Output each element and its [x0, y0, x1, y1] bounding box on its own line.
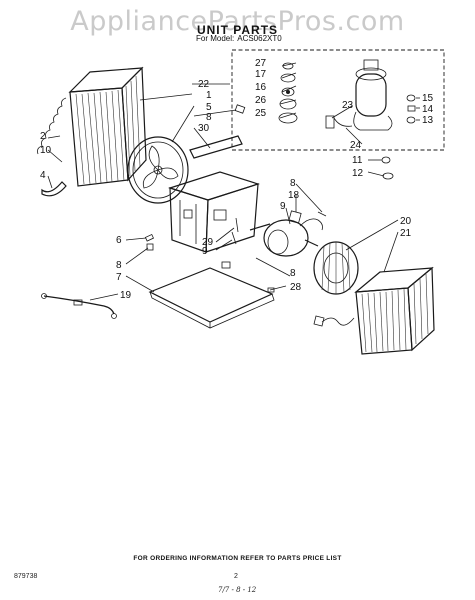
- document-number: 879738: [14, 573, 38, 580]
- model-line: For Model:ACS062XT0: [196, 34, 285, 43]
- callout-19: 19: [120, 290, 132, 301]
- model-number: ACS062XT0: [237, 34, 282, 43]
- model-label: For Model:: [196, 34, 235, 43]
- stud-6: [144, 233, 155, 242]
- clip-28: [267, 287, 275, 293]
- callout-24: 24: [350, 140, 362, 151]
- screw-30: [235, 217, 239, 233]
- grommet-8: [221, 261, 231, 269]
- capillary-tube: [321, 317, 355, 326]
- callout-9: 9: [280, 201, 286, 212]
- callout-14: 14: [422, 104, 434, 115]
- screw-8-left: [146, 243, 154, 251]
- callout-2: 2: [40, 131, 46, 142]
- ordering-note: FOR ORDERING INFORMATION REFER TO PARTS …: [133, 555, 342, 562]
- bracket-29: [189, 135, 243, 159]
- callout-8-motor: 8: [290, 178, 296, 189]
- screw-8-motor: [317, 211, 327, 217]
- grommet-stack: [278, 62, 298, 124]
- compressor-group-box: [231, 49, 445, 151]
- wire-harness: [41, 293, 117, 319]
- callout-8-top: 8: [206, 112, 212, 123]
- callout-17: 17: [255, 69, 267, 80]
- fastener-8: [234, 104, 246, 114]
- condenser-coil: [37, 66, 147, 187]
- callout-25: 25: [255, 108, 267, 119]
- callout-18: 18: [288, 190, 300, 201]
- page-number: 2: [234, 573, 238, 580]
- callout-4: 4: [40, 170, 46, 181]
- callout-13: 13: [422, 115, 434, 126]
- callout-20: 20: [400, 216, 412, 227]
- callout-15: 15: [422, 93, 434, 104]
- callout-3: 10: [40, 145, 52, 156]
- callout-22: 22: [198, 79, 210, 90]
- chassis-frame: [168, 171, 260, 253]
- screw-10: [231, 231, 237, 245]
- callout-7: 7: [116, 272, 122, 283]
- callout-11: 11: [352, 155, 363, 166]
- watermark: AppliancePartsPros.com: [70, 6, 405, 37]
- date-code: 7/7 - 8 - 12: [218, 586, 257, 594]
- gasket-11: [381, 156, 391, 164]
- page-title: UNIT PARTS: [196, 23, 279, 37]
- callout-8-left: 8: [116, 260, 122, 271]
- callout-21: 21: [400, 228, 412, 239]
- fan-blade: [127, 136, 189, 204]
- callout-labels: 22 1 5 8 30 2 10 4 6 8 7 19 29 9 8 18 9 …: [40, 58, 434, 301]
- overload-23: [325, 115, 335, 129]
- callout-6: 6: [116, 235, 122, 246]
- callout-26: 26: [255, 95, 267, 106]
- compressor: [353, 59, 393, 131]
- evaporator-coil: [354, 266, 435, 355]
- tubing-24: [333, 117, 353, 127]
- gasket-12: [382, 172, 394, 180]
- bracket-part: [41, 181, 67, 197]
- callout-27: 27: [255, 58, 267, 69]
- thermostat-bulb: [313, 315, 325, 327]
- callout-1: 1: [206, 90, 212, 101]
- callout-29: 30: [198, 123, 210, 134]
- callout-16: 16: [255, 82, 267, 93]
- terminal-parts: [406, 94, 416, 124]
- blower-wheel: [313, 241, 359, 295]
- base-pan: [148, 267, 275, 329]
- callout-23: 23: [342, 100, 354, 111]
- callout-28: 28: [290, 282, 302, 293]
- fan-motor: [249, 210, 323, 257]
- callout-10: 9: [202, 246, 208, 257]
- callout-12: 12: [352, 168, 364, 179]
- callout-5: 5: [206, 102, 212, 113]
- callout-8-pan: 8: [290, 268, 296, 279]
- callout-30: 29: [202, 237, 214, 248]
- leader-lines: [47, 62, 420, 301]
